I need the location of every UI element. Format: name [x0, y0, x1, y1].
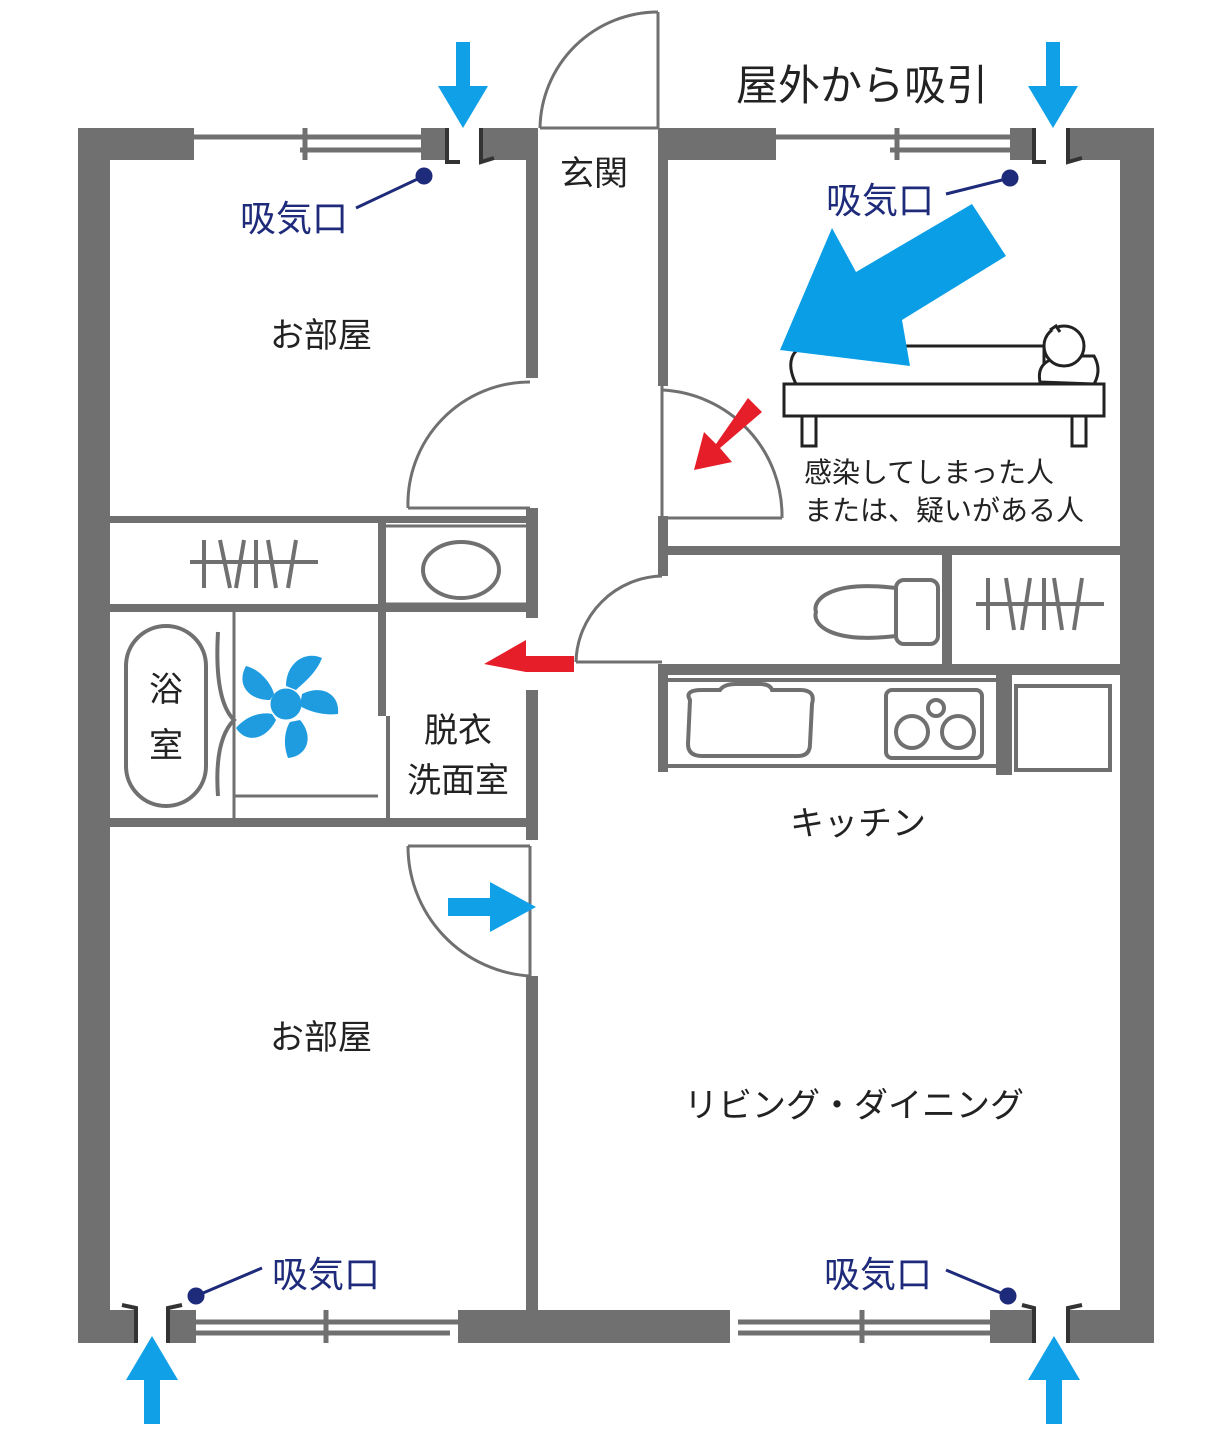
inlet-label-bottom-right: 吸気口 — [824, 1255, 933, 1296]
inlet-pointers — [187, 167, 1019, 1305]
bathtub-icon — [124, 624, 208, 808]
exhaust-arrows — [484, 398, 762, 672]
fresh-air-arrows — [126, 42, 1080, 1424]
sink-icon — [421, 540, 501, 600]
bed-icon — [782, 344, 1106, 448]
interior-walls — [108, 128, 1126, 1316]
inlet-label-top-right: 吸気口 — [826, 181, 935, 222]
closet-icon — [190, 539, 318, 589]
toilet-icon — [813, 578, 940, 646]
room-label-bath: 浴室 — [149, 670, 183, 766]
room-label-kitchen: キッチン — [790, 804, 926, 844]
doors — [232, 10, 784, 978]
closet-icon — [976, 577, 1104, 631]
room-label-entrance: 玄関 — [560, 154, 628, 194]
room-label-dressing: 脱衣 洗面室 — [407, 711, 509, 801]
inlet-frames — [121, 128, 1083, 1343]
room-label-living-dining: リビング・ダイニング — [684, 1086, 1024, 1126]
windows — [194, 128, 1010, 1343]
room-label-bedroom-top: お部屋 — [270, 316, 372, 356]
stove-icon — [664, 678, 1112, 772]
infected-person-note: 感染してしまった人 または、疑いがある人 — [804, 456, 1085, 527]
air-flow-arrow — [780, 204, 1006, 366]
room-label-bedroom-bottom: お部屋 — [270, 1018, 372, 1058]
inlet-label-bottom-left: 吸気口 — [272, 1255, 381, 1296]
inlet-label-top-left: 吸気口 — [240, 199, 349, 240]
person-icon — [1037, 323, 1100, 386]
fan-icon — [236, 655, 339, 758]
outer-walls — [78, 128, 1154, 1343]
page-title: 屋外から吸引 — [736, 61, 989, 110]
